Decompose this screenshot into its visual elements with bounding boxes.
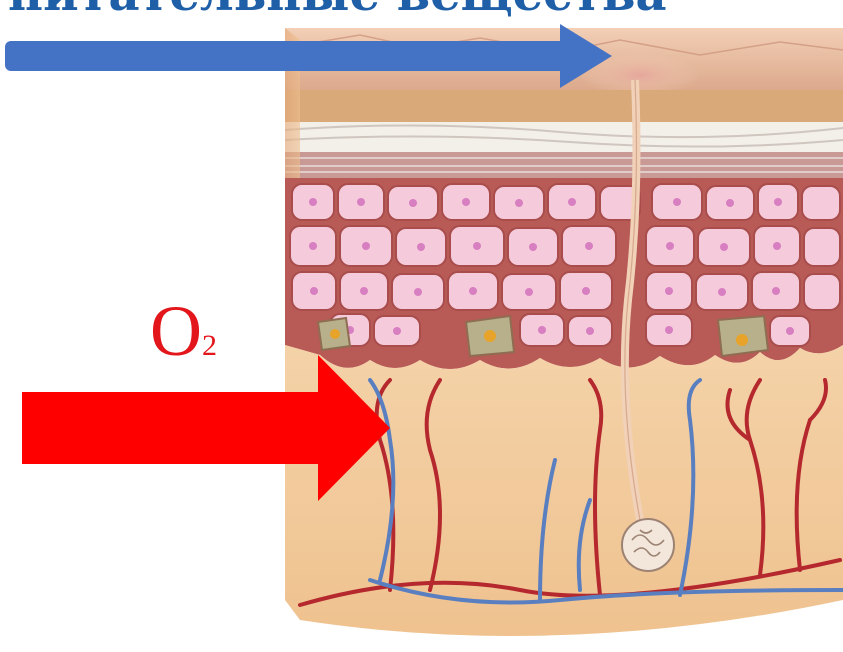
nutrients-label: питательные вещества bbox=[8, 0, 667, 18]
oxygen-subscript: 2 bbox=[202, 329, 217, 362]
oxygen-label: O2 bbox=[150, 295, 217, 367]
oxygen-arrow bbox=[22, 355, 390, 501]
oxygen-letter: O bbox=[150, 291, 202, 371]
sweat-gland bbox=[622, 519, 674, 571]
stratum-corneum bbox=[285, 90, 843, 122]
